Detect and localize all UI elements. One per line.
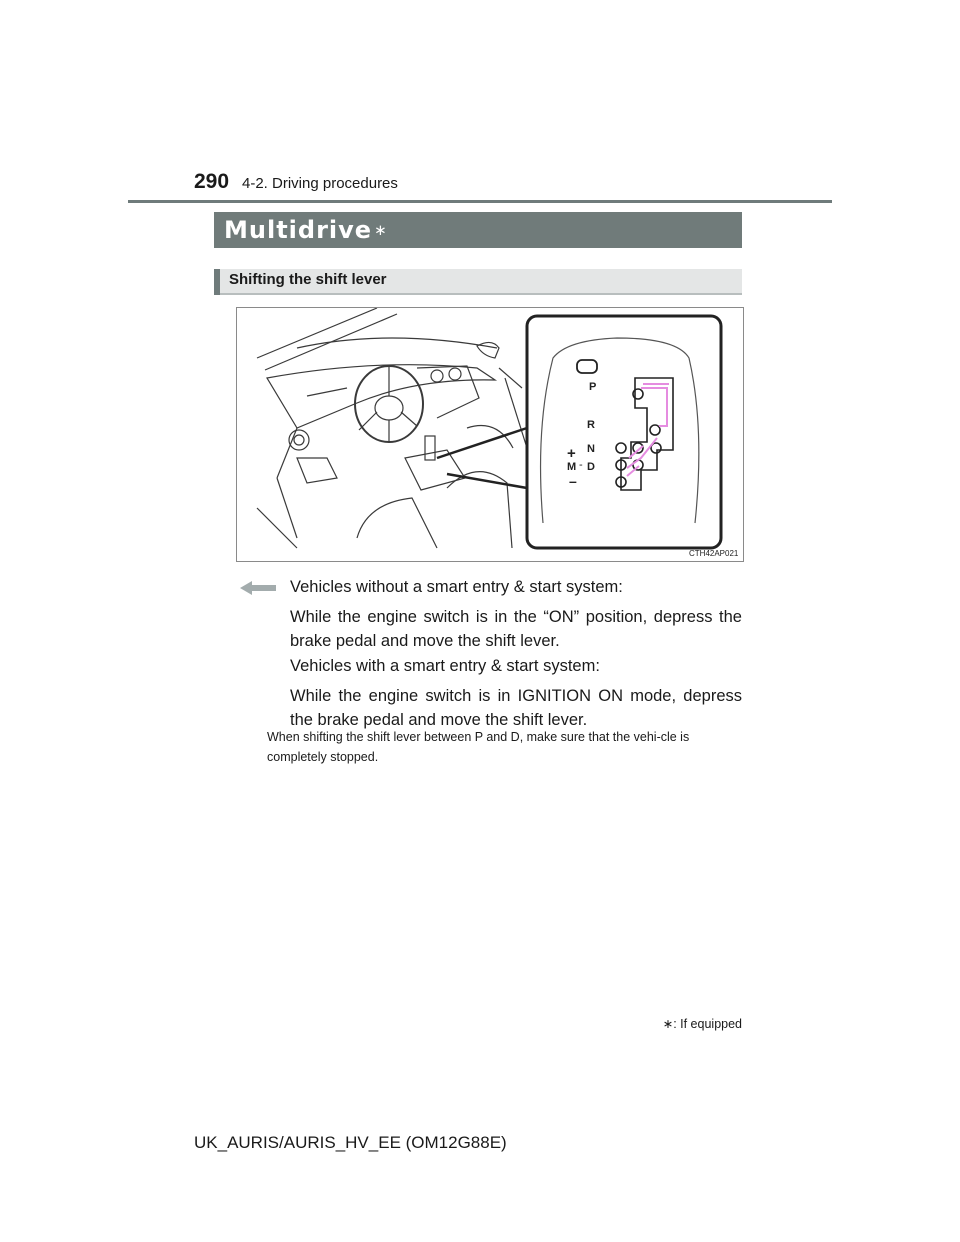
interior-drawing (256, 307, 528, 549)
page-number: 290 (194, 170, 230, 193)
body-line-no-smart-entry: Vehicles without a smart entry & start s… (290, 578, 623, 596)
figure-illustration: P R N D M - + – (256, 307, 723, 550)
gate-label-n: N (587, 443, 595, 455)
callout-line-top (436, 426, 528, 460)
gate-detail-frame (525, 314, 723, 550)
document-footer: UK_AURIS/AURIS_HV_EE (OM12G88E) (194, 1133, 507, 1152)
gate-label-p: P (589, 381, 596, 393)
gate-label-minus: – (569, 473, 577, 489)
gate-positions (615, 388, 662, 488)
body-instruction-on-position: While the engine switch is in the “ON” p… (290, 608, 742, 650)
caution-note: When shifting the shift lever between P … (267, 730, 690, 764)
section-label: 4-2. Driving procedures (242, 175, 398, 192)
gate-label-r: R (587, 419, 595, 431)
gate-label-dash: - (579, 459, 583, 471)
body-instruction-ignition-on: While the engine switch is in IGNITION O… (290, 687, 742, 729)
gate-shift-path (626, 383, 669, 477)
gate-outline (620, 377, 674, 491)
title-bar: Multidrive∗ (214, 212, 742, 248)
shift-lever-figure: P R N D M - + – (236, 307, 744, 562)
subheading-accent (214, 269, 220, 295)
gate-label-m: M (567, 461, 576, 473)
figure-code: CTH42AP021 (689, 549, 739, 558)
if-equipped-footnote: ∗: If equipped (662, 1017, 742, 1031)
pointer-arrow-icon (240, 581, 276, 595)
subheading-bar (214, 269, 742, 295)
body-line-smart-entry: Vehicles with a smart entry & start syst… (290, 657, 600, 675)
gate-panel-outline (539, 337, 700, 524)
gate-label-d: D (587, 461, 595, 473)
callout-line-bottom (446, 472, 528, 490)
if-equipped-mark: ∗ (374, 222, 387, 239)
subheading-text: Shifting the shift lever (229, 271, 387, 288)
page-title: Multidrive (224, 216, 373, 244)
shift-lock-button (576, 359, 598, 374)
gate-label-plus: + (567, 445, 576, 462)
header-rule (128, 200, 832, 203)
